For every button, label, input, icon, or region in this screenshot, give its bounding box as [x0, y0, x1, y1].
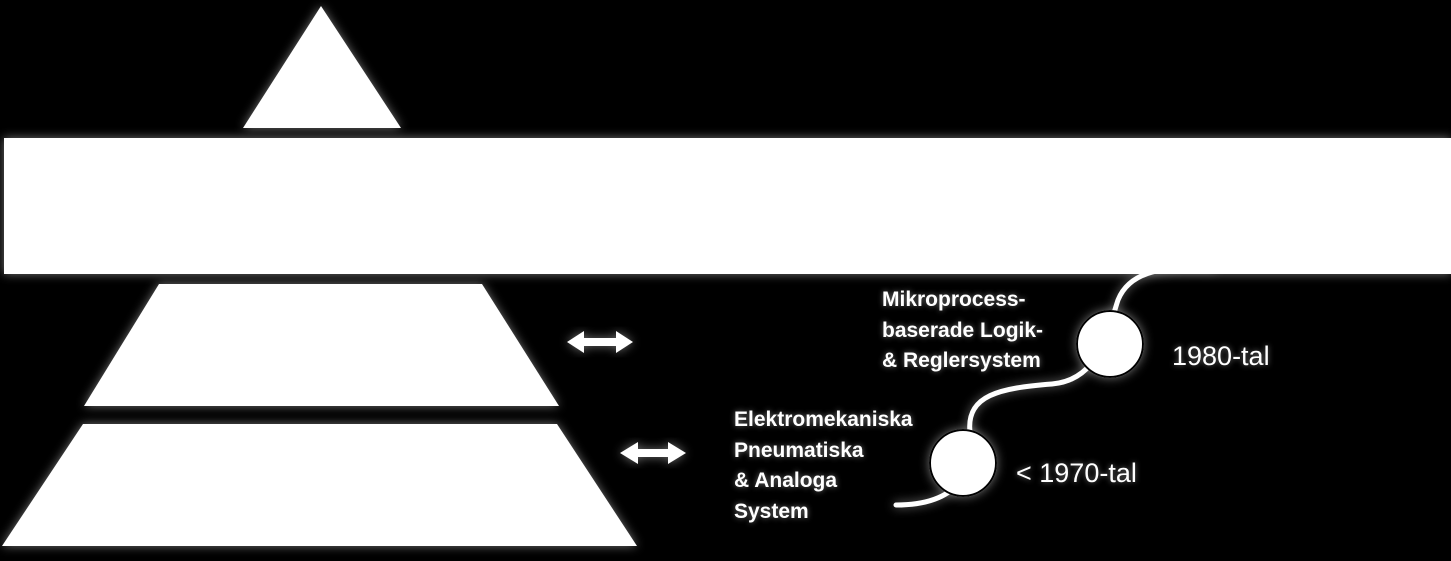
milestone-1970-era-label: < 1970-tal — [1016, 458, 1137, 488]
milestone-1980-era-label: 1980-tal — [1172, 341, 1270, 371]
milestone-1970-line-2: Pneumatiska — [734, 438, 864, 462]
pyramid-apex-triangle — [243, 6, 401, 128]
milestone-circle-1980 — [1076, 310, 1144, 378]
milestone-1970-line-1: Elektromekaniska — [734, 408, 913, 431]
milestone-1980-description: Mikroprocess- baserade Logik- & Reglersy… — [882, 285, 1043, 377]
milestone-1970-description: Elektromekaniska Pneumatiska & Analoga S… — [734, 405, 913, 527]
middle-tier-double-arrow-icon — [567, 331, 633, 353]
milestone-1980-line-2: baserade Logik- — [882, 318, 1044, 342]
milestone-1970-line-3: & Analoga — [734, 469, 838, 492]
pyramid-bottom-tier — [2, 424, 637, 546]
milestone-1970-line-4: System — [734, 499, 809, 523]
timeline-line-tail — [1236, 266, 1264, 272]
pyramid-middle-tier — [84, 284, 559, 406]
bottom-tier-double-arrow-icon — [620, 442, 686, 464]
pyramid-wide-band — [4, 138, 1451, 274]
milestone-1980-line-3: & Reglersystem — [882, 349, 1041, 372]
milestone-circle-1970 — [929, 429, 997, 497]
milestone-1980-line-1: Mikroprocess- — [882, 288, 1026, 311]
